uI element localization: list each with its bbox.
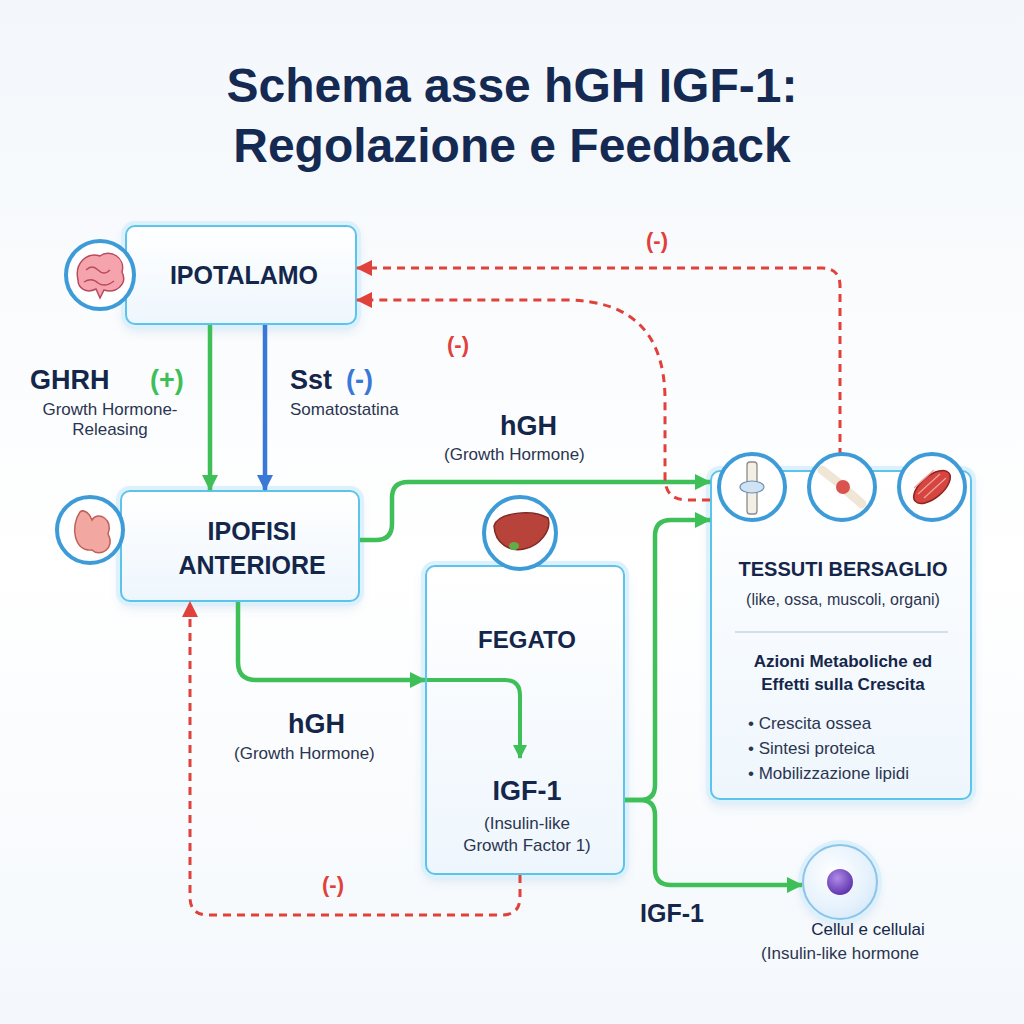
process-box: IPOFISI ANTERIORE (120, 490, 360, 602)
edge-label: (-) (322, 872, 344, 898)
signal-arrow (625, 800, 802, 885)
edge-label: hGH (288, 708, 345, 740)
edge-label: GHRH (30, 364, 110, 396)
edge-label: (-) (447, 332, 469, 358)
icon-ring (66, 241, 134, 309)
node-text: (like, ossa, muscoli, organi) (712, 590, 974, 610)
node-text: Azioni Metaboliche ed Effetti sulla Cres… (736, 650, 950, 696)
node-text: (Insulin-like hormone (740, 944, 940, 965)
node-text: • Crescita ossea (748, 714, 968, 735)
signal-arrow (263, 325, 268, 490)
node-heading: IPOFISI ANTERIORE (152, 514, 352, 582)
brain-icon (66, 241, 134, 309)
cell-circle: Cellul e cellulai(Insulin-like hormone (802, 844, 878, 920)
edge-label: IGF-1 (640, 898, 704, 928)
signal-arrow (360, 482, 710, 540)
edge-label: Sst (290, 364, 332, 396)
annotation-label: Somatostatina (290, 400, 399, 420)
process-box: FEGATO IGF-1 (Insulin-like Growth Factor 1… (425, 565, 625, 875)
node-text: • Sintesi proteica (748, 739, 968, 760)
diagram-title: Schema asse hGH IGF-1: Regolazione e Fee… (122, 56, 902, 176)
node-heading: Cellul e cellulai (788, 920, 948, 941)
brain-fold (84, 267, 114, 285)
gallbladder-shape (509, 542, 519, 550)
node-heading: IPOTALAMO (159, 260, 329, 291)
signal-arrow (208, 325, 213, 490)
liver-shape (494, 513, 549, 550)
brain-shape (77, 253, 123, 298)
process-box: TESSUTI BERSAGLIO (like, ossa, muscoli, o… (710, 470, 972, 800)
pituitary-icon (57, 497, 123, 563)
feedback-arrow (357, 300, 710, 500)
annotation-label: Growth Hormone- Releasing (20, 400, 200, 441)
annotation-label: (+) (150, 364, 184, 396)
annotation-label: (Growth Hormone) (444, 445, 585, 465)
process-box: IPOTALAMO (125, 225, 357, 325)
icon-ring (57, 497, 123, 563)
edge-label: hGH (500, 410, 557, 442)
signal-arrow (625, 520, 710, 800)
node-text: (Insulin-like Growth Factor 1) (455, 813, 599, 857)
signal-arrow (238, 602, 425, 680)
annotation-label: (Growth Hormone) (234, 744, 375, 764)
icon-ring (484, 497, 556, 569)
node-text: • Mobilizzazione lipidi (748, 764, 968, 785)
node-heading: TESSUTI BERSAGLIO (712, 557, 974, 581)
pituitary-shape (75, 511, 111, 553)
edge-label: (-) (646, 228, 668, 254)
liver-icon (484, 497, 556, 569)
annotation-label: (-) (346, 364, 373, 396)
node-heading: FEGATO (437, 625, 617, 654)
node-text: IGF-1 (437, 775, 617, 808)
feedback-arrow (357, 268, 840, 470)
